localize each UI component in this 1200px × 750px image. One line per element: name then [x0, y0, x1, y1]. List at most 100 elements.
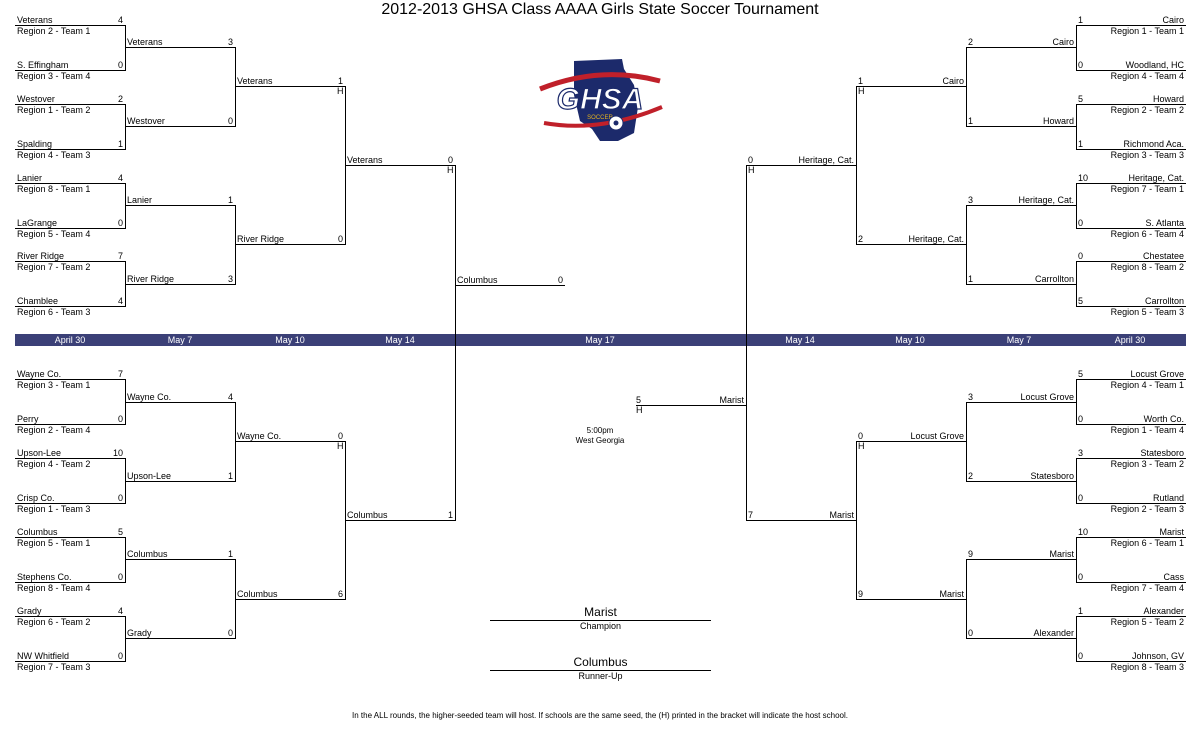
bracket-line [125, 104, 126, 150]
team-name: Stephens Co. [17, 572, 72, 582]
swoosh-red-lower [543, 105, 663, 128]
team-score: 0 [557, 275, 563, 285]
team-name: Locust Grove [910, 431, 964, 441]
bracket-line [856, 599, 966, 600]
team-score: 9 [858, 589, 864, 599]
round-date-label: May 14 [385, 335, 415, 345]
team-name: Johnson, GV [1131, 651, 1184, 661]
team-seed: Region 6 - Team 4 [1110, 229, 1184, 239]
team-score: 7 [117, 251, 123, 261]
team-score: 3 [227, 274, 233, 284]
bracket-line [746, 165, 856, 166]
bracket-line [125, 126, 235, 127]
team-score: 5 [1078, 94, 1084, 104]
team-name: River Ridge [237, 234, 285, 244]
team-name: Rutland [1152, 493, 1184, 503]
bracket-line [966, 205, 967, 285]
bracket-line [966, 126, 1076, 127]
team-seed: Region 1 - Team 4 [1110, 425, 1184, 435]
team-seed: Region 6 - Team 3 [17, 307, 91, 317]
team-score: 4 [227, 392, 233, 402]
team-score: 0 [337, 431, 343, 441]
swoosh-red [539, 72, 661, 92]
bracket-line [15, 104, 125, 105]
team-seed: Region 5 - Team 3 [1110, 307, 1184, 317]
team-score: 0 [447, 155, 453, 165]
bracket-line [1076, 183, 1077, 229]
bracket-line [235, 441, 345, 442]
team-name: Veterans [17, 15, 53, 25]
round-date-label: May 7 [167, 335, 193, 345]
team-name: Westover [127, 116, 165, 126]
footnote: In the ALL rounds, the higher-seeded tea… [352, 711, 848, 720]
team-score: 5 [1078, 296, 1084, 306]
bracket-line [15, 149, 125, 150]
team-seed: Region 3 - Team 1 [17, 380, 91, 390]
team-score: 10 [1078, 173, 1089, 183]
team-name: LaGrange [17, 218, 58, 228]
team-name: Locust Grove [1020, 392, 1074, 402]
bracket-line [125, 284, 235, 285]
team-score: 4 [117, 173, 123, 183]
team-name: Statesboro [1140, 448, 1184, 458]
bracket-line [1076, 661, 1186, 662]
team-score: 0 [227, 628, 233, 638]
host-marker: H [748, 165, 755, 175]
team-score: 4 [117, 606, 123, 616]
team-score: 0 [1078, 414, 1084, 424]
bracket-line [125, 205, 235, 206]
bracket-line [455, 165, 456, 521]
bracket-line [966, 284, 1076, 285]
bracket-line [1076, 183, 1186, 184]
bracket-line [15, 25, 125, 26]
bracket-line [15, 424, 125, 425]
team-seed: Region 6 - Team 2 [17, 617, 91, 627]
bracket-line [856, 244, 966, 245]
bracket-line [15, 537, 125, 538]
team-name: Veterans [237, 76, 273, 86]
team-name: Carrollton [1144, 296, 1184, 306]
bracket-line [1076, 379, 1186, 380]
team-name: Columbus [17, 527, 58, 537]
team-name: Heritage, Cat. [798, 155, 854, 165]
page-title: 2012-2013 GHSA Class AAAA Girls State So… [381, 1, 819, 18]
team-score: 0 [748, 155, 754, 165]
team-score: 2 [858, 234, 864, 244]
team-score: 3 [968, 195, 974, 205]
team-name: Wayne Co. [127, 392, 172, 402]
bracket-line [1076, 503, 1186, 504]
team-score: 0 [1078, 493, 1084, 503]
host-marker: H [337, 86, 344, 96]
team-name: Marist [829, 510, 855, 520]
bracket-line [1076, 306, 1186, 307]
team-score: 3 [968, 392, 974, 402]
team-name: Carrollton [1034, 274, 1074, 284]
team-score: 9 [968, 549, 974, 559]
final-time: 5:00pm [586, 426, 614, 435]
bracket-line [15, 582, 125, 583]
team-seed: Region 3 - Team 3 [1110, 150, 1184, 160]
team-name: Worth Co. [1143, 414, 1184, 424]
team-score: 4 [117, 296, 123, 306]
team-score: 5 [117, 527, 123, 537]
team-name: Cass [1163, 572, 1184, 582]
bracket-line [345, 520, 455, 521]
champion-box: Marist Champion [490, 606, 711, 631]
round-date-label: April 30 [1114, 335, 1146, 345]
round-date-label: May 17 [585, 335, 615, 345]
bracket-line [1076, 25, 1186, 26]
team-seed: Region 1 - Team 3 [17, 504, 91, 514]
bracket-line [125, 402, 235, 403]
bracket-line [856, 441, 857, 600]
team-name: S. Atlanta [1145, 218, 1184, 228]
team-name: Marist [1049, 549, 1075, 559]
runner-up-box: Columbus Runner-Up [490, 656, 711, 681]
team-score: 3 [1078, 448, 1084, 458]
team-score: 1 [968, 116, 974, 126]
round-date-label: May 14 [785, 335, 815, 345]
team-seed: Region 1 - Team 1 [1110, 26, 1184, 36]
team-score: 1 [117, 139, 123, 149]
bracket-line [235, 47, 236, 127]
team-name: Heritage, Cat. [1018, 195, 1074, 205]
